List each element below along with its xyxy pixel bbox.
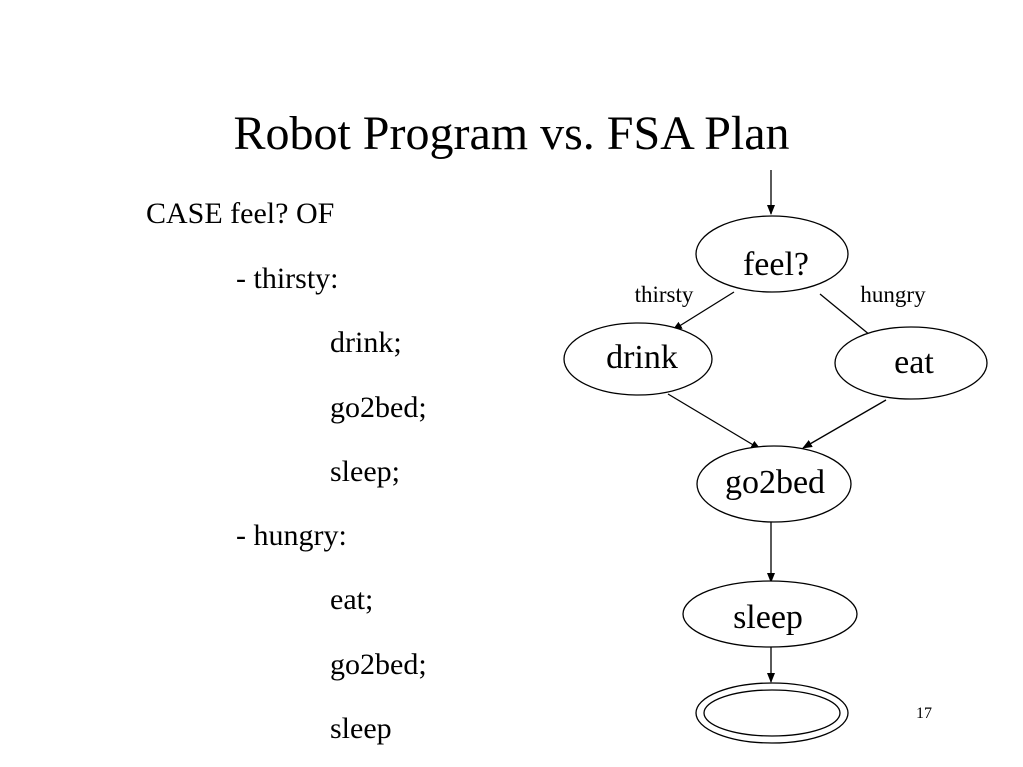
state-go2bed	[696, 445, 852, 523]
edge-drink-to-go2bed	[667, 393, 761, 450]
state-label-feel: feel?	[743, 246, 809, 283]
state-label-drink: drink	[606, 339, 678, 376]
state-label-go2bed: go2bed	[725, 464, 825, 501]
edge-label-hungry: hungry	[860, 282, 926, 307]
code-line-sleep-2: sleep	[330, 712, 392, 745]
code-line-go2bed-2: go2bed;	[330, 648, 427, 681]
edge-label-thirsty: thirsty	[635, 282, 694, 307]
code-line-eat: eat;	[330, 583, 374, 616]
code-line-case: CASE feel? OF	[146, 197, 335, 230]
edge-eat-to-go2bed	[802, 399, 887, 449]
state-eat	[834, 326, 988, 400]
state-final-inner	[703, 689, 841, 737]
code-line-thirsty: - thirsty:	[236, 262, 339, 295]
state-sleep	[682, 580, 858, 648]
state-label-eat: eat	[894, 344, 934, 381]
code-line-hungry: - hungry:	[236, 519, 347, 552]
state-label-sleep: sleep	[733, 599, 803, 636]
code-line-sleep: sleep;	[330, 455, 400, 488]
edge-feel-to-drink	[672, 291, 735, 331]
state-drink	[563, 322, 713, 396]
page-number: 17	[916, 705, 932, 722]
edge-feel-to-eat	[819, 293, 877, 341]
code-line-go2bed: go2bed;	[330, 391, 427, 424]
slide-title: Robot Program vs. FSA Plan	[233, 107, 790, 160]
code-line-drink: drink;	[330, 326, 402, 359]
state-feel	[695, 215, 849, 293]
